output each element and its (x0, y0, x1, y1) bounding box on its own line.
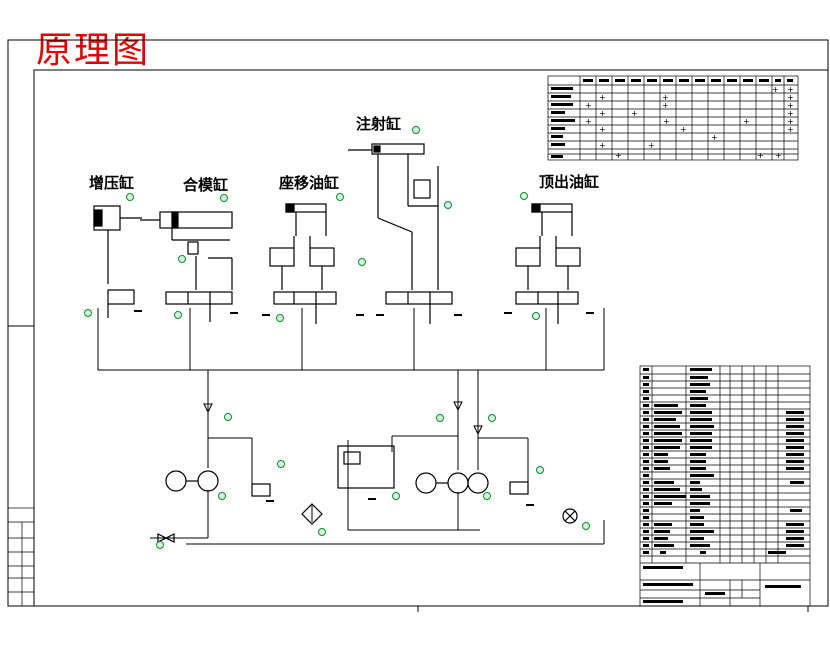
inner-frame (33, 69, 829, 607)
svg-text:+: + (662, 93, 669, 102)
label-ejector-cylinder: 顶出油缸 (539, 173, 600, 191)
pump-motor-1 (165, 470, 219, 492)
svg-text:+: + (743, 117, 750, 126)
svg-text:+: + (757, 151, 764, 160)
svg-text:+: + (772, 85, 779, 94)
label-mold-clamp-cylinder: 合模缸 (183, 176, 229, 194)
svg-text:+: + (599, 93, 606, 102)
component-balloons (84, 126, 590, 549)
svg-text:+: + (631, 109, 638, 118)
action-table-marks: ++ +++ +++ +++ ++++ +++ + ++ +++ (551, 79, 794, 160)
svg-text:+: + (787, 117, 794, 126)
valve-tag-marks (134, 310, 594, 506)
svg-text:+: + (585, 101, 592, 110)
parts-list (639, 365, 811, 607)
svg-text:+: + (599, 141, 606, 150)
svg-text:+: + (787, 101, 794, 110)
relief-valves (157, 445, 578, 543)
svg-text:+: + (787, 109, 794, 118)
piping (97, 308, 605, 545)
svg-text:+: + (775, 151, 782, 160)
svg-text:+: + (787, 125, 794, 134)
check-valves (203, 401, 483, 436)
svg-text:+: + (599, 109, 606, 118)
seat-move-cylinder (269, 203, 337, 324)
booster-cylinder (93, 205, 142, 318)
svg-text:+: + (599, 125, 606, 134)
svg-text:+: + (615, 151, 622, 160)
svg-text:+: + (663, 117, 670, 126)
svg-text:+: + (711, 133, 718, 142)
parts-list-marks (643, 368, 804, 603)
action-table (547, 75, 799, 161)
svg-text:+: + (787, 93, 794, 102)
svg-text:+: + (662, 101, 669, 110)
injection-cylinder (348, 143, 453, 324)
svg-text:+: + (680, 125, 687, 134)
label-seat-move-cylinder: 座移油缸 (279, 174, 340, 192)
svg-text:+: + (585, 117, 592, 126)
label-booster-cylinder: 增压缸 (89, 174, 135, 192)
label-injection-cylinder: 注射缸 (356, 115, 402, 133)
left-title-strip (7, 507, 35, 607)
svg-text:+: + (787, 85, 794, 94)
ejector-cylinder (515, 203, 581, 324)
clamp-cylinder (140, 211, 233, 322)
pump-motor-2 (415, 472, 489, 494)
svg-text:+: + (648, 141, 655, 150)
diagram-title: 原理图 (36, 30, 151, 71)
